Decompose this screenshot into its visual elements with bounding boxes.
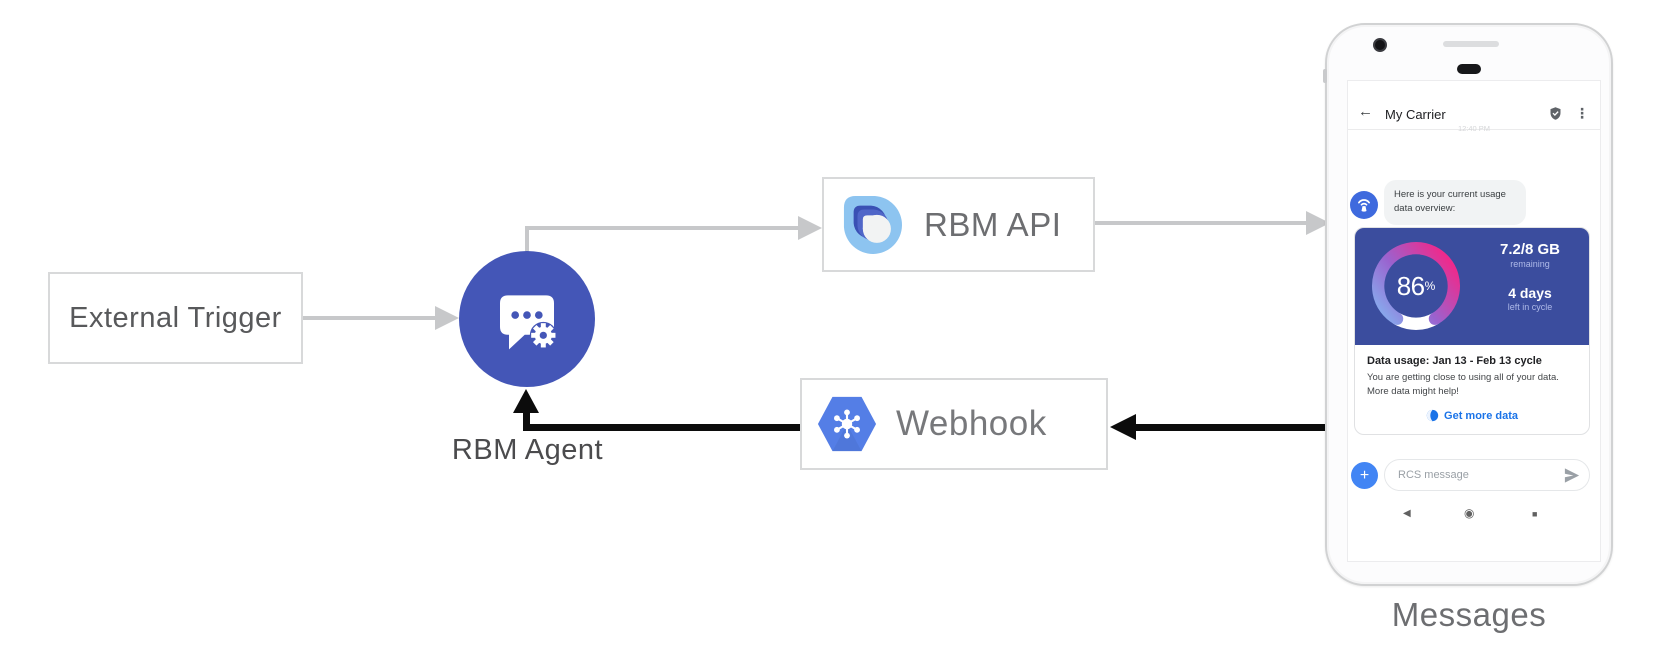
usage-percent-value: 86 <box>1396 270 1425 301</box>
earpiece <box>1457 64 1481 74</box>
agent-message-bubble: Here is your current usage data overview… <box>1384 180 1526 225</box>
data-remaining-label: remaining <box>1510 259 1550 269</box>
verified-shield-icon[interactable] <box>1548 106 1563 126</box>
webhook-hexagon-icon <box>817 396 877 452</box>
rcs-message-input[interactable] <box>1398 462 1548 488</box>
overflow-menu-icon[interactable]: ⋮ <box>1575 105 1589 121</box>
days-left-value: 4 days <box>1508 285 1552 301</box>
data-usage-card: 86% 7.2/8 GB remaining 4 days left in cy… <box>1354 227 1590 435</box>
get-more-data-label: Get more data <box>1444 409 1518 422</box>
phone-caption: Messages <box>1391 596 1547 633</box>
nav-home-icon[interactable]: ◉ <box>1464 506 1475 520</box>
camera-icon <box>1373 38 1387 52</box>
usage-gauge-panel: 86% 7.2/8 GB remaining 4 days left in cy… <box>1355 228 1589 345</box>
conversation-title: My Carrier <box>1385 107 1446 122</box>
phone-screen: ◼●▼ ← My Carrier ⋮ 12:40 PM <box>1347 80 1601 562</box>
rbm-api-node: RBM API <box>822 177 1095 272</box>
arrow-api-to-phone <box>1095 221 1306 225</box>
globe-icon <box>1426 409 1439 421</box>
speaker-slot <box>1443 41 1499 47</box>
usage-percent: 86% <box>1363 233 1469 339</box>
conversation-header: ← My Carrier ⋮ <box>1348 81 1600 130</box>
message-timestamp: 12:40 PM <box>1457 124 1491 133</box>
rbm-api-label: RBM API <box>924 205 1062 243</box>
webhook-node: Webhook <box>800 378 1108 470</box>
arrow-agent-to-api-horizontal <box>525 226 800 230</box>
nav-recents-icon[interactable]: ■ <box>1532 509 1538 519</box>
antenna-icon <box>1358 199 1370 212</box>
usage-details-panel: Data usage: Jan 13 - Feb 13 cycle You ar… <box>1355 345 1589 434</box>
rbm-api-logo-icon <box>843 195 902 254</box>
back-icon[interactable]: ← <box>1358 103 1373 120</box>
carrier-agent-avatar <box>1350 191 1378 219</box>
chat-gear-icon <box>500 295 557 350</box>
arrow-webhook-to-agent-vertical <box>523 400 530 431</box>
arrow-agent-to-api-vertical <box>525 228 529 253</box>
arrowhead-trigger-to-agent <box>435 306 459 330</box>
phone-mockup: ◼●▼ ← My Carrier ⋮ 12:40 PM <box>1323 23 1613 586</box>
external-trigger-node: External Trigger <box>48 272 303 364</box>
arrowhead-webhook-to-agent <box>513 389 539 413</box>
webhook-label: Webhook <box>896 404 1047 443</box>
arrowhead-agent-to-api <box>798 216 822 240</box>
usage-gauge <box>1363 233 1469 339</box>
phone-side-button <box>1323 69 1327 83</box>
get-more-data-button[interactable]: Get more data <box>1367 409 1577 422</box>
usage-card-title: Data usage: Jan 13 - Feb 13 cycle <box>1367 355 1542 367</box>
data-remaining-value: 7.2/8 GB <box>1499 241 1561 258</box>
external-trigger-label: External Trigger <box>69 301 282 334</box>
rbm-agent-node <box>459 251 595 387</box>
usage-stats: 7.2/8 GB remaining 4 days left in cycle <box>1477 241 1583 312</box>
attach-plus-button[interactable]: + <box>1351 462 1378 489</box>
arrow-phone-to-webhook <box>1136 424 1333 431</box>
percent-symbol: % <box>1424 279 1436 293</box>
usage-card-body: You are getting close to using all of yo… <box>1367 372 1559 398</box>
message-compose-field <box>1384 459 1590 491</box>
plus-icon: + <box>1359 466 1370 484</box>
arrowhead-phone-to-webhook <box>1110 414 1136 440</box>
send-icon[interactable] <box>1564 468 1580 488</box>
rbm-agent-label: RBM Agent <box>451 434 604 466</box>
nav-back-icon[interactable]: ◀ <box>1403 508 1411 519</box>
arrow-webhook-to-agent-horizontal <box>523 424 800 431</box>
arrow-trigger-to-agent <box>303 316 435 320</box>
days-left-label: left in cycle <box>1507 302 1553 312</box>
